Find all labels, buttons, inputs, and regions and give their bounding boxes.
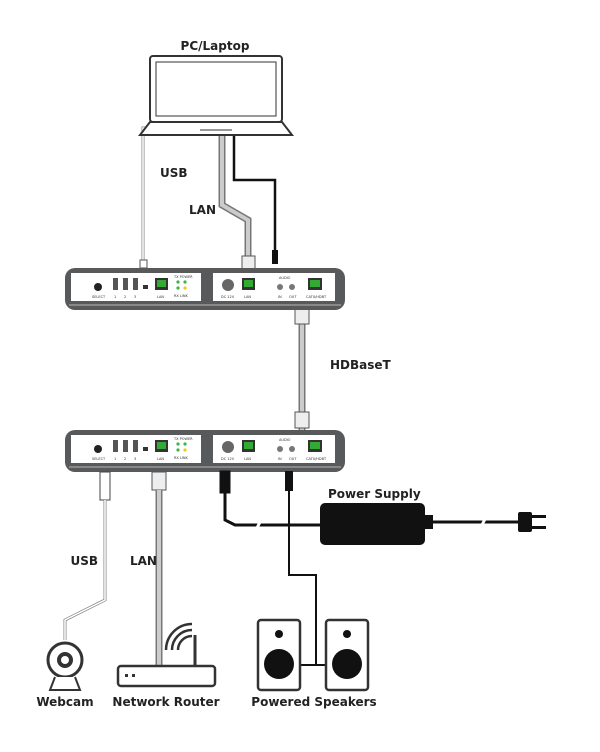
usb-cable-top (141, 126, 150, 262)
usb3-label: 3 (134, 457, 136, 461)
audio-in-label: IN (278, 457, 282, 461)
audio-in-label: IN (278, 295, 282, 299)
audio-out-label: OUT (289, 457, 297, 461)
catx-label: CATX/HDBT (306, 457, 327, 461)
lan-cable-top (218, 135, 252, 262)
lan-port-label-2: LAN (244, 295, 251, 299)
select-label: SELECT (92, 295, 106, 299)
usb1-label: 1 (114, 457, 116, 461)
hdbaset-label: HDBaseT (330, 358, 392, 372)
audio-label: AUDIO (279, 438, 291, 442)
led-bottom-label: RX LINK (174, 294, 189, 298)
audio-out-label: OUT (289, 295, 297, 299)
lan-port-label-2: LAN (244, 457, 251, 461)
power-supply-label: Power Supply (328, 487, 421, 501)
transmitter-unit: SELECT 1 2 3 LAN TX POWER RX LINK DC 12V… (65, 268, 345, 310)
led-top-label: TX POWER (173, 275, 193, 279)
lan-port-label: LAN (157, 457, 164, 461)
hdbaset-cable (294, 307, 310, 430)
lan-top-label: LAN (189, 203, 216, 217)
led-top-label: TX POWER (173, 437, 193, 441)
webcam-icon (46, 641, 84, 691)
usb3-label: 3 (134, 295, 136, 299)
router-icon (116, 622, 217, 688)
usb-top-label: USB (160, 166, 188, 180)
speaker-right-icon (324, 618, 370, 692)
power-plug-icon (518, 512, 546, 532)
lan-cable-bottom (151, 471, 167, 668)
usb-cable-bottom (63, 471, 111, 640)
lan-bottom-label: LAN (130, 554, 157, 568)
audio-cable-top (232, 135, 277, 262)
select-label: SELECT (92, 457, 106, 461)
dc-label: DC 12V (221, 295, 235, 299)
led-bottom-label: RX LINK (174, 456, 189, 460)
speakers-label: Powered Speakers (251, 695, 376, 709)
audio-label: AUDIO (279, 276, 291, 280)
power-cable (219, 470, 520, 533)
usb2-label: 2 (124, 295, 126, 299)
usb1-label: 1 (114, 295, 116, 299)
webcam-label: Webcam (36, 695, 93, 709)
dc-label: DC 12V (221, 457, 235, 461)
laptop-icon (137, 55, 295, 136)
power-supply-icon (320, 503, 433, 545)
catx-label: CATX/HDBT (306, 295, 327, 299)
usb-bottom-label: USB (70, 554, 98, 568)
router-label: Network Router (112, 695, 219, 709)
lan-port-label: LAN (157, 295, 164, 299)
receiver-unit: SELECT 1 2 3 LAN TX POWER RX LINK DC 12V… (65, 430, 345, 472)
usb2-label: 2 (124, 457, 126, 461)
speaker-left-icon (256, 618, 302, 692)
pc-label: PC/Laptop (181, 39, 250, 53)
